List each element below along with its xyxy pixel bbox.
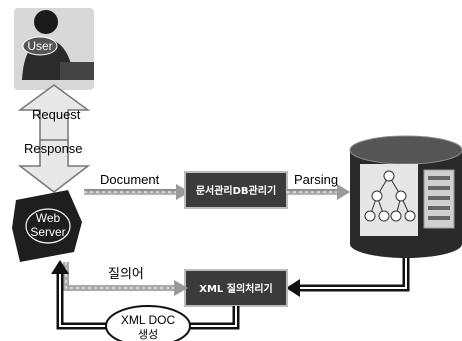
database-return-head — [286, 279, 300, 297]
database-node — [350, 136, 462, 258]
xml-query-manager-label: XML 질의처리기 — [199, 282, 273, 295]
web-server-label-line2: Server — [30, 225, 65, 239]
query-arrow: 질의어 — [66, 262, 188, 296]
user-head-icon — [34, 10, 58, 34]
parsing-label: Parsing — [294, 172, 338, 187]
xml-query-manager-node: XML 질의처리기 — [185, 270, 287, 306]
request-label: Request — [32, 107, 81, 122]
user-node: User — [14, 8, 94, 90]
query-label: 질의어 — [108, 266, 144, 281]
xml-doc-label-line1: XML DOC — [121, 313, 176, 327]
document-manager-label: 문서관리DB관리기 — [196, 184, 276, 197]
database-return-shaft — [300, 258, 406, 288]
parsing-arrow-head — [337, 184, 350, 200]
web-server-node: Web Server — [12, 190, 82, 262]
web-server-label-line1: Web — [36, 211, 61, 225]
user-label: User — [27, 39, 52, 53]
document-label: Document — [100, 172, 160, 187]
document-manager-node: 문서관리DB관리기 — [185, 172, 287, 208]
request-response-arrow: Request Response — [20, 85, 88, 192]
response-label: Response — [24, 141, 83, 156]
computer-icon — [60, 62, 94, 80]
document-arrow: Document — [84, 172, 190, 200]
xml-doc-label-line2: 생성 — [138, 328, 158, 341]
xml-doc-node: XML DOC 생성 — [106, 306, 190, 341]
database-return-arrow — [286, 258, 406, 297]
parsing-arrow: Parsing — [287, 172, 350, 200]
document-stack-icon — [424, 170, 454, 228]
database-top — [350, 136, 462, 164]
